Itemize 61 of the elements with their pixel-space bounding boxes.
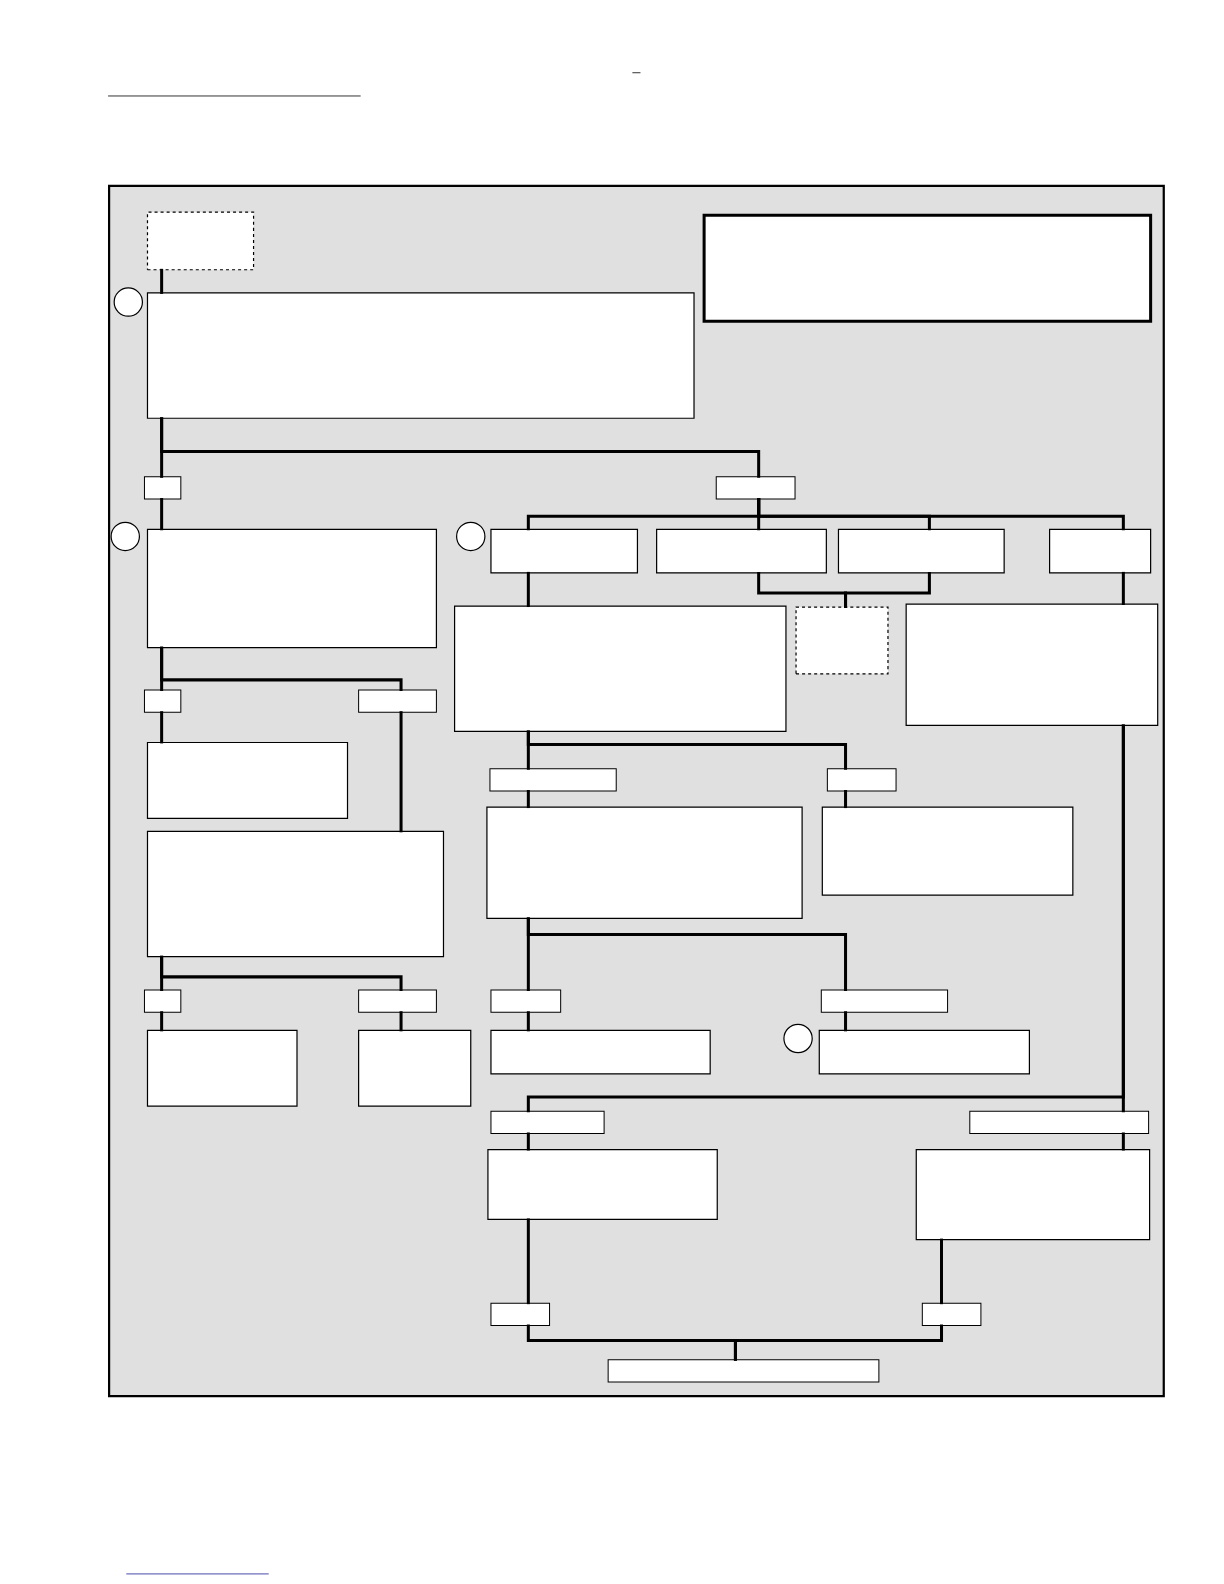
connector-line	[843, 790, 847, 809]
process-box	[702, 213, 1152, 323]
process-box	[1048, 528, 1152, 574]
connector-line	[159, 646, 403, 691]
process-box	[490, 1029, 711, 1075]
connector-line	[1121, 571, 1125, 605]
connector-line	[757, 498, 1125, 531]
process-box	[490, 1302, 550, 1326]
connector-line	[526, 1132, 530, 1151]
process-box	[146, 292, 695, 419]
connector-line	[843, 1011, 847, 1032]
connector-line	[1121, 1132, 1125, 1151]
process-box	[905, 603, 1159, 726]
process-box	[818, 1029, 1030, 1075]
connector-line	[159, 711, 163, 744]
process-box	[820, 989, 948, 1013]
process-box	[143, 989, 182, 1013]
process-box	[821, 806, 1074, 896]
process-box	[486, 806, 803, 919]
connector-line	[526, 1011, 530, 1032]
connector-line	[526, 730, 847, 770]
connector-line	[526, 1218, 530, 1305]
connector-line	[159, 498, 163, 531]
process-box	[490, 528, 638, 574]
process-box	[915, 1149, 1151, 1241]
connector-line	[1121, 724, 1125, 1113]
process-box	[357, 689, 437, 713]
process-box	[490, 1110, 605, 1134]
process-box	[453, 605, 787, 732]
process-box	[655, 528, 827, 574]
connector-line	[526, 790, 530, 809]
process-box	[921, 1302, 982, 1326]
connector-line	[159, 268, 163, 294]
connector-line	[526, 917, 847, 991]
process-box	[143, 689, 182, 713]
process-box	[146, 211, 254, 271]
connector-line	[526, 571, 530, 608]
connector-line	[399, 711, 403, 833]
process-box	[146, 741, 348, 819]
process-box	[607, 1359, 880, 1383]
process-box	[826, 768, 897, 792]
process-box	[969, 1110, 1149, 1134]
process-box	[487, 1149, 718, 1220]
process-box	[489, 768, 617, 792]
process-box	[146, 830, 444, 958]
connector-line	[939, 1238, 943, 1305]
process-box	[715, 476, 796, 500]
process-box	[490, 989, 561, 1013]
process-box	[357, 989, 437, 1013]
connector-line	[399, 1011, 403, 1032]
connector-line	[843, 571, 931, 609]
process-box	[795, 606, 889, 675]
process-box	[146, 528, 437, 649]
connector-line	[159, 417, 760, 478]
process-box	[143, 476, 182, 500]
connector-line	[159, 955, 403, 991]
process-box	[357, 1029, 472, 1107]
connector-line	[733, 1324, 943, 1361]
process-box	[146, 1029, 298, 1107]
process-box	[837, 528, 1005, 574]
connector-line	[159, 1011, 163, 1032]
